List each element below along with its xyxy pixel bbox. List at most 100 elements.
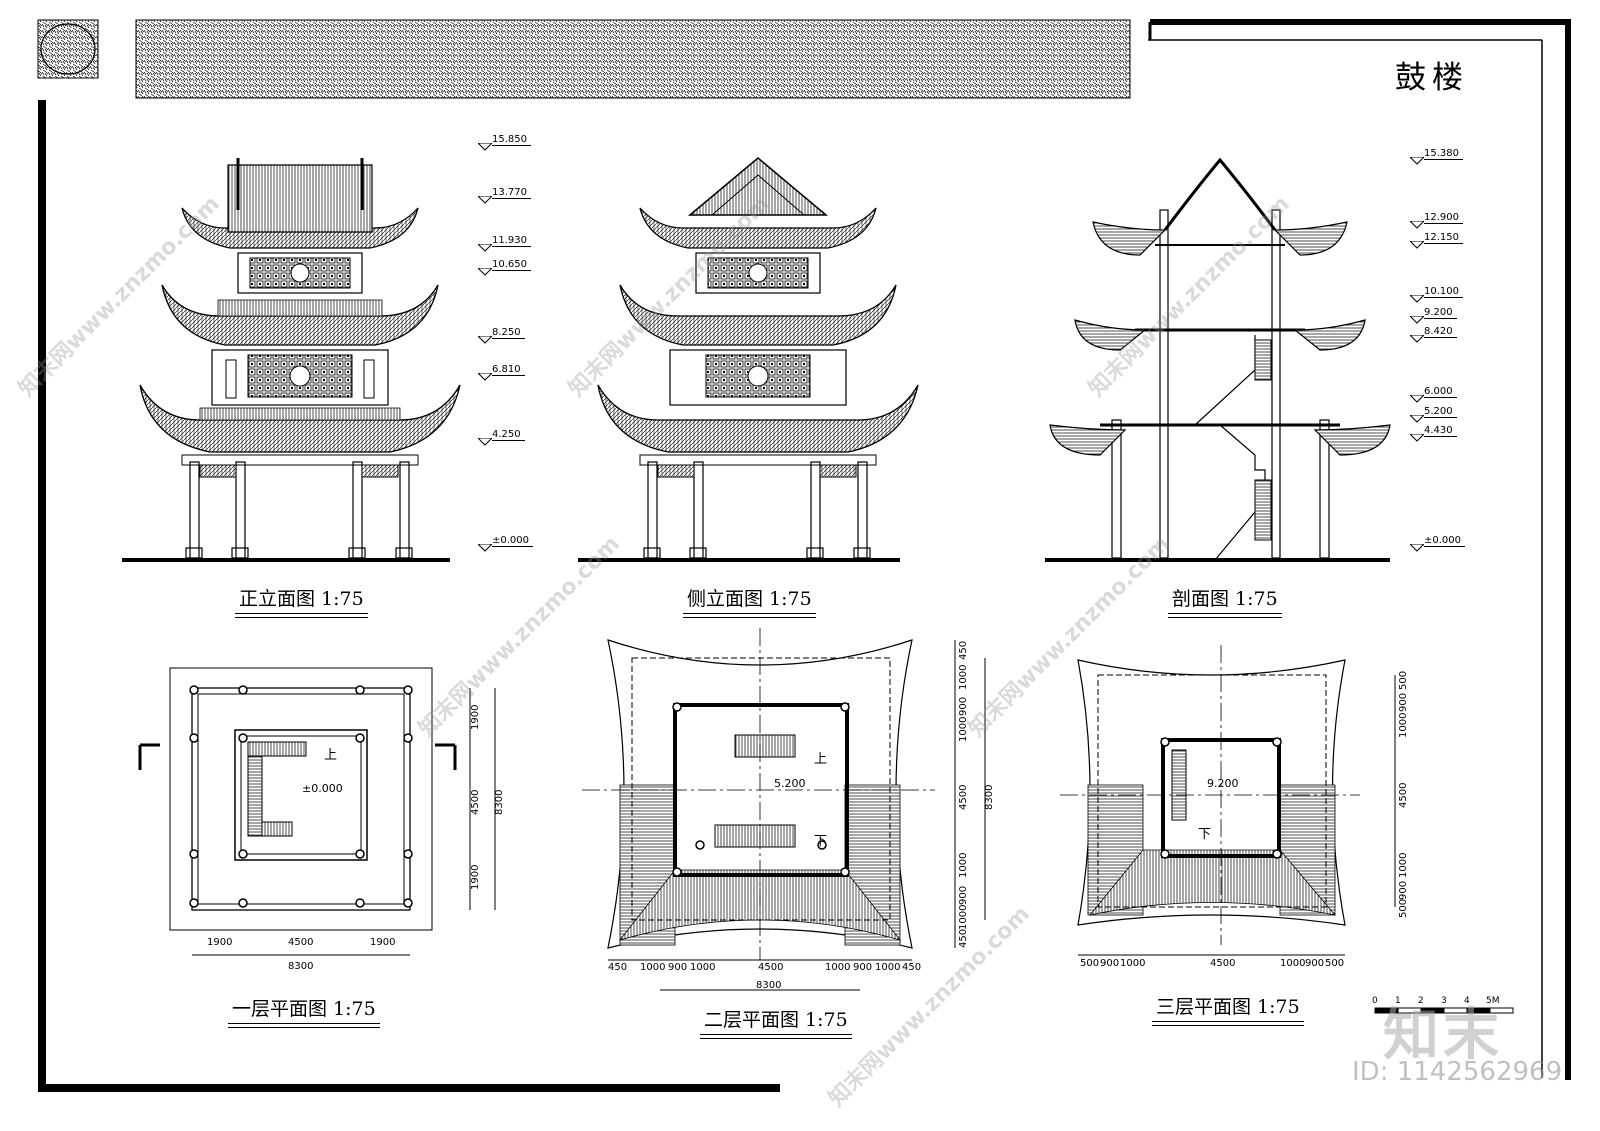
plan-2-total: 8300	[756, 980, 782, 991]
front-elevation	[122, 158, 461, 562]
plan-2-dim: 450	[608, 962, 628, 973]
plan-1-dim-vertical: 1900	[470, 704, 481, 730]
elevation-mark: 15.850	[478, 134, 531, 153]
elevation-value: 12.150	[1424, 232, 1463, 244]
plan-1-up-label: 上	[324, 748, 338, 763]
elevation-mark: 8.250	[478, 327, 525, 346]
plan-2-dim-vertical: 450	[958, 928, 969, 948]
elevation-value: 15.850	[492, 134, 531, 146]
plan-2-dim-vertical: 1000	[958, 716, 969, 742]
plan-2-dim-vertical: 900	[958, 696, 969, 716]
plan-1-drawing	[138, 667, 496, 956]
elevation-value: 5.200	[1424, 406, 1457, 418]
plan-3-dim: 900	[1100, 958, 1120, 969]
scale-tick: 5M	[1486, 996, 1500, 1006]
plan-2-dim-vertical: 1000	[958, 852, 969, 878]
elevation-mark: 6.000	[1410, 386, 1457, 405]
plan-1-dim-vertical: 1900	[470, 864, 481, 890]
side-elevation-caption: 侧立面图 1:75	[683, 584, 816, 618]
elevation-mark: 15.380	[1410, 148, 1463, 167]
elevation-value: 15.380	[1424, 148, 1463, 160]
elevation-mark: 8.420	[1410, 326, 1457, 345]
elevation-value: 6.000	[1424, 386, 1457, 398]
elevation-value: 11.930	[492, 235, 531, 247]
plan-1-level: ±0.000	[302, 782, 343, 795]
elevation-mark: 4.430	[1410, 425, 1457, 444]
plan-3-dim: 900	[1305, 958, 1325, 969]
elevation-value: 8.420	[1424, 326, 1457, 338]
scale-bar	[1374, 1007, 1514, 1014]
plan-3-dim: 500	[1325, 958, 1345, 969]
plan-1-total: 8300	[288, 961, 314, 972]
plan-2-dim-vertical: 450	[958, 640, 969, 660]
plan-2-dim: 1000	[875, 962, 901, 973]
elevation-value: ±0.000	[1424, 535, 1466, 547]
plan-2-drawing	[582, 628, 986, 991]
watermark-brand: 知末	[1383, 1003, 1503, 1068]
elevation-mark: 6.810	[478, 364, 525, 383]
plan-3-dim-vertical: 500	[1398, 898, 1409, 918]
elevation-mark: 12.900	[1410, 212, 1463, 231]
scale-tick: 4	[1464, 996, 1470, 1006]
plan-2-dim: 1000	[690, 962, 716, 973]
scale-tick: 0	[1372, 996, 1378, 1006]
elevation-mark: 5.200	[1410, 406, 1457, 425]
scale-tick: 3	[1441, 996, 1447, 1006]
plan-3-dim-vertical: 500	[1398, 670, 1409, 690]
elevation-value: 4.250	[492, 429, 525, 441]
plan-3-dim-vertical: 1000	[1398, 852, 1409, 878]
plan-3-drawing	[1060, 645, 1396, 956]
plan-2-dim: 1000	[825, 962, 851, 973]
plan-1-dim: 1900	[207, 937, 233, 948]
sheet-title: 鼓楼	[1395, 60, 1469, 96]
section-drawing	[1045, 157, 1391, 562]
elevation-mark: 4.250	[478, 429, 525, 448]
plan-3-dim: 1000	[1120, 958, 1146, 969]
plan-2-dim: 900	[668, 962, 688, 973]
elevation-mark: 11.930	[478, 235, 531, 254]
plan-3-dim-vertical: 1000	[1398, 712, 1409, 738]
elevation-mark: ±0.000	[478, 535, 534, 554]
elevation-value: 9.200	[1424, 307, 1457, 319]
header-decoration	[37, 19, 1131, 99]
plan-2-level: 5.200	[774, 777, 806, 790]
plan-2-total-vertical: 8300	[984, 784, 995, 810]
plan-1-dim: 1900	[370, 937, 396, 948]
elevation-value: 10.650	[492, 259, 531, 271]
plan-2-dim-vertical: 1000	[958, 664, 969, 690]
plan-3-dim: 500	[1080, 958, 1100, 969]
plan-1-caption: 一层平面图 1:75	[228, 994, 380, 1028]
elevation-mark: 9.200	[1410, 307, 1457, 326]
elevation-value: 13.770	[492, 187, 531, 199]
plan-2-down-label: 下	[814, 834, 828, 849]
elevation-mark: 12.150	[1410, 232, 1463, 251]
front-columns	[185, 461, 413, 559]
elevation-value: 12.900	[1424, 212, 1463, 224]
plan-3-dim-vertical: 900	[1398, 880, 1409, 900]
scale-tick: 1	[1395, 996, 1401, 1006]
plan-1-total-vertical: 8300	[494, 789, 505, 815]
plan-2-up-label: 上	[814, 752, 828, 767]
plan-2-caption: 二层平面图 1:75	[700, 1005, 852, 1039]
elevation-value: 6.810	[492, 364, 525, 376]
elevation-mark: 10.650	[478, 259, 531, 278]
elevation-mark: 10.100	[1410, 286, 1463, 305]
plan-2-dim: 900	[853, 962, 873, 973]
plan-3-dim-vertical: 900	[1398, 692, 1409, 712]
elevation-value: ±0.000	[492, 535, 534, 547]
elevation-value: 10.100	[1424, 286, 1463, 298]
plan-3-down-label: 下	[1198, 827, 1212, 842]
plan-2-dim: 1000	[640, 962, 666, 973]
plan-3-dim: 4500	[1210, 958, 1236, 969]
plan-3-caption: 三层平面图 1:75	[1152, 992, 1304, 1026]
plan-2-dim-vertical: 900	[958, 885, 969, 905]
front-elevation-caption: 正立面图 1:75	[235, 584, 368, 618]
elevation-mark: 13.770	[478, 187, 531, 206]
elevation-value: 4.430	[1424, 425, 1457, 437]
sheet-frame	[38, 19, 1571, 1092]
plan-3-dim-vertical: 4500	[1398, 782, 1409, 808]
side-elevation	[578, 157, 919, 562]
plan-2-dim: 450	[902, 962, 922, 973]
plan-2-dim-vertical: 4500	[958, 784, 969, 810]
